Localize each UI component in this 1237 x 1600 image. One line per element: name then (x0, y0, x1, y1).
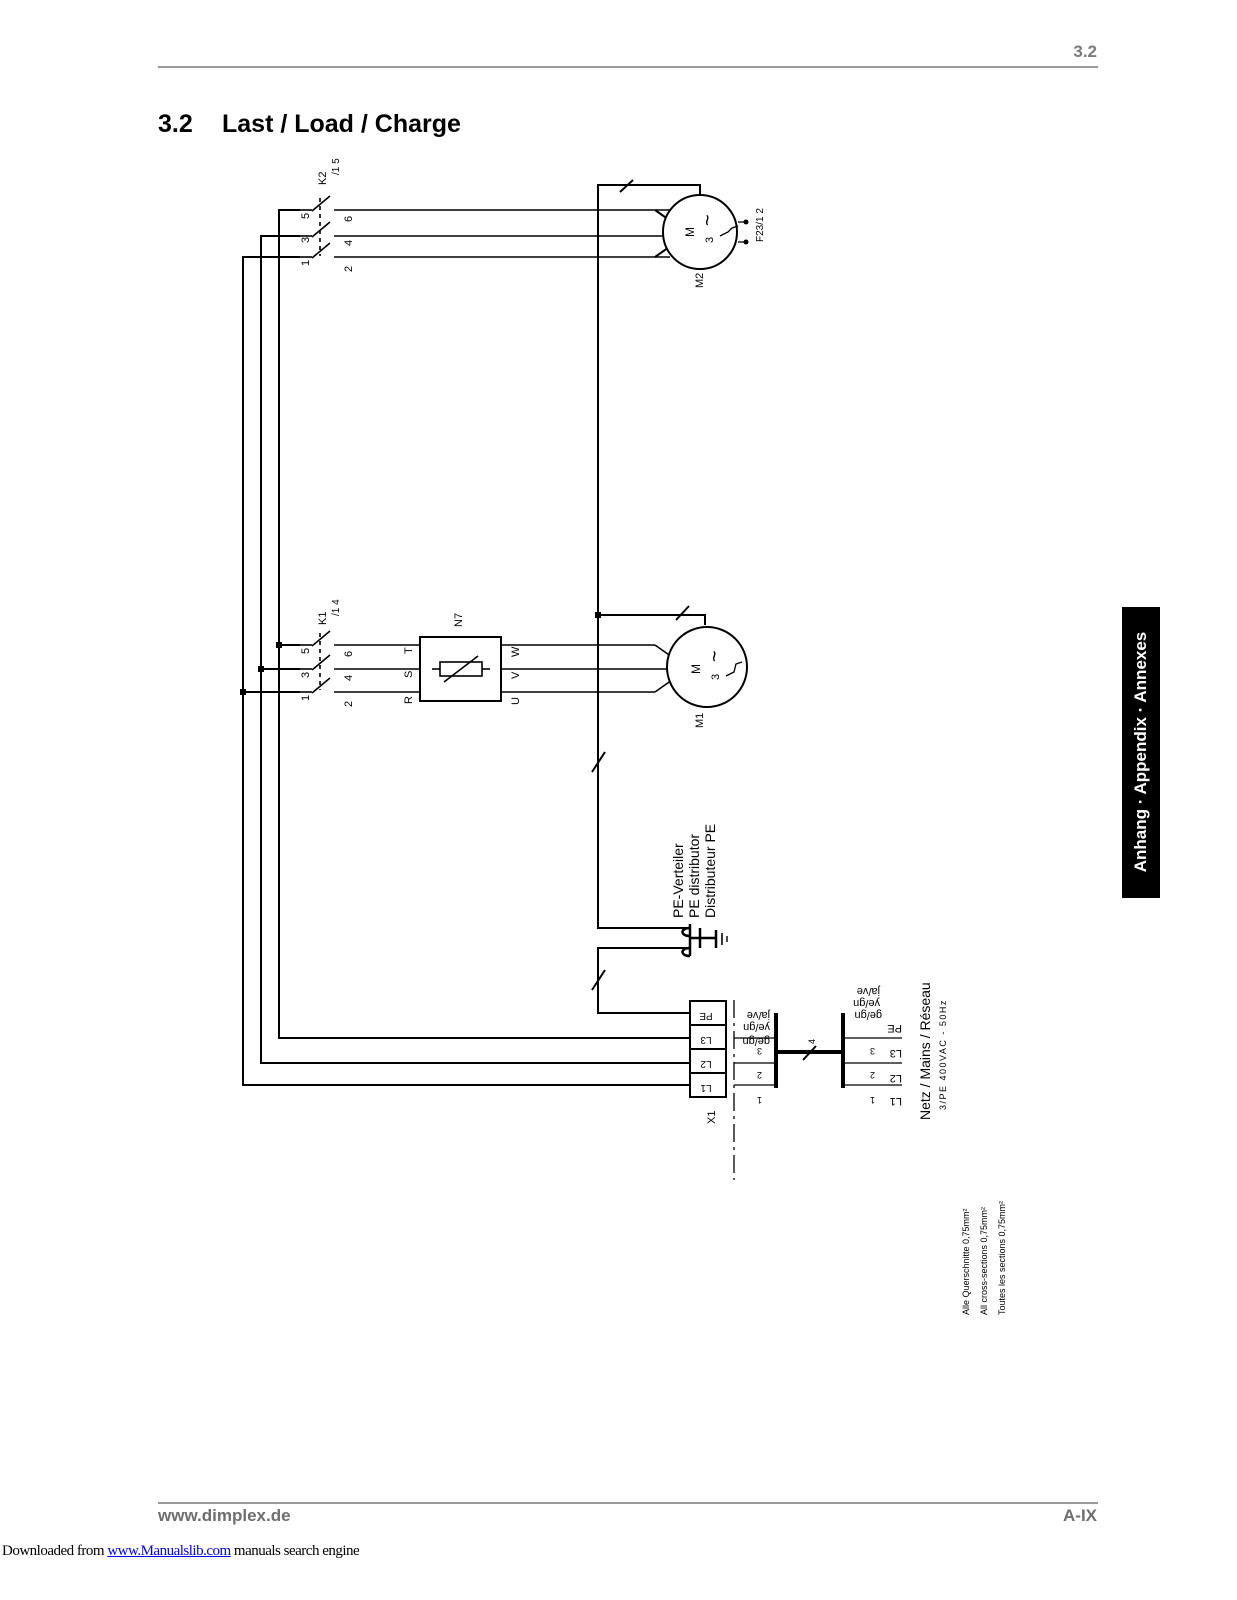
contactor-k1: 5 3 1 6 4 2 K1 /1 4 (300, 599, 420, 707)
k1-ref: /1 4 (331, 599, 342, 616)
k1-pin-1: 1 (300, 695, 312, 701)
mains-title: Netz / Mains / Réseau (917, 982, 933, 1120)
footer-website: www.dimplex.de (158, 1506, 291, 1525)
k2-pin-6: 6 (343, 216, 355, 222)
m2-wave: ~ (697, 214, 719, 226)
x1-label: X1 (706, 1111, 718, 1124)
k1-pin-3: 3 (300, 672, 312, 678)
download-suffix: manuals search engine (230, 1543, 360, 1559)
k2-pin-1: 1 (300, 260, 312, 266)
cable-conductor-count: 4 (807, 1039, 817, 1044)
k2-label: K2 (317, 172, 329, 185)
mains-terminal-l3: L3 (890, 1047, 902, 1059)
k2-pin-2: 2 (343, 266, 355, 272)
motor-m1: M 3 ~ M1 (666, 626, 748, 728)
junction-dots (240, 612, 601, 695)
manualslib-link[interactable]: www.Manualslib.com (107, 1543, 231, 1559)
page-title: 3.2 Last / Load / Charge (158, 110, 461, 139)
n7-label: N7 (453, 613, 465, 627)
note-en: All cross-sections 0,75mm² (979, 1207, 989, 1315)
terminal-block-x1: PE L3 L2 L1 X1 3 2 1 ge/gn ye/gn ja/ve (689, 1000, 778, 1180)
k2-pin-5: 5 (300, 213, 312, 219)
m2-letter: M (683, 227, 697, 237)
m2-phases: 3 (704, 237, 716, 243)
footer-page-number: A-IX (1063, 1506, 1097, 1525)
n7-out-u: U (510, 697, 522, 705)
header-section-number: 3.2 (1073, 42, 1097, 61)
x1-color-ja-ve: ja/ve (747, 1009, 771, 1021)
m2-label: M2 (694, 273, 706, 288)
pe-distributor: PE-Verteiler PE distributor Distributeur… (670, 824, 728, 958)
n7-in-r: R (403, 696, 415, 704)
k2-pin-4: 4 (343, 240, 355, 246)
mains-wire-2: 2 (870, 1070, 875, 1080)
pe-label-en: PE distributor (686, 834, 702, 918)
x1-color-ye-gn: ye/gn (743, 1021, 770, 1033)
n7-in-t: T (403, 647, 415, 654)
x1-wire-1: 1 (757, 1095, 762, 1105)
mains-terminal-pe: PE (887, 1022, 902, 1034)
k2-ref: /1 5 (331, 158, 342, 175)
m1-letter: M (689, 664, 703, 674)
pe-label-de: PE-Verteiler (670, 843, 686, 918)
x1-terminal-l2: L2 (700, 1058, 712, 1069)
pe-label-fr: Distributeur PE (702, 824, 718, 918)
mains-wire-1: 1 (870, 1095, 875, 1105)
pe-tick-marks (591, 179, 817, 1061)
cross-section-notes: Alle Querschnitte 0,75mm² All cross-sect… (961, 1201, 1007, 1315)
n7-in-s: S (403, 671, 415, 678)
mains-terminal-l2: L2 (890, 1072, 902, 1084)
note-fr: Toutes les sections 0,75mm² (997, 1201, 1007, 1315)
x1-terminal-l1: L1 (700, 1082, 712, 1093)
k1-label: K1 (317, 612, 329, 625)
m2-thermal-label: F23/1 2 (755, 208, 766, 242)
footer-rule (158, 1502, 1098, 1504)
header-rule (158, 66, 1098, 68)
soft-starter-n7: N7 T S R W V U (403, 613, 673, 705)
k1-pin-6: 6 (343, 651, 355, 657)
n7-out-v: V (510, 671, 522, 679)
note-de: Alle Querschnitte 0,75mm² (961, 1208, 971, 1315)
mains-terminal-l1: L1 (890, 1095, 902, 1107)
m1-wave: ~ (704, 650, 726, 662)
title-number: 3.2 (158, 110, 193, 138)
x1-wire-3: 3 (757, 1046, 762, 1056)
title-text: Last / Load / Charge (222, 110, 461, 138)
m1-phases: 3 (710, 674, 722, 680)
n7-out-w: W (510, 646, 522, 657)
k2-pin-3: 3 (300, 237, 312, 243)
mains-spec: 3/PE 400VAC - 50Hz (938, 999, 948, 1110)
x1-terminal-pe: PE (699, 1010, 713, 1021)
contactor-k2: 5 3 1 6 4 2 K2 /1 5 (300, 158, 673, 272)
mains-color-ye-gn: ye/gn (853, 997, 880, 1009)
motor-m2: M 3 ~ M2 F23/1 2 (662, 194, 766, 288)
k1-pin-5: 5 (300, 648, 312, 654)
download-notice: Downloaded from www.Manualslib.com manua… (2, 1543, 360, 1560)
mains-wire-3: 3 (870, 1046, 875, 1056)
appendix-side-tab: Anhang · Appendix · Annexes (1122, 607, 1160, 898)
k1-pin-4: 4 (343, 675, 355, 681)
x1-terminal-l3: L3 (700, 1034, 712, 1045)
x1-wire-2: 2 (757, 1070, 762, 1080)
download-prefix: Downloaded from (2, 1543, 108, 1559)
cable-link: 4 (776, 1039, 843, 1054)
mains-color-ja-ve: ja/ve (857, 985, 881, 997)
x1-color-ge-gn: ge/gn (742, 1035, 770, 1047)
mains-color-ge-gn: ge/gn (854, 1009, 882, 1021)
m1-label: M1 (694, 713, 706, 728)
k1-pin-2: 2 (343, 701, 355, 707)
mains-terminal: PE L3 L2 L1 3 2 1 ge/gn ye/gn ja/ve Netz… (841, 982, 948, 1120)
